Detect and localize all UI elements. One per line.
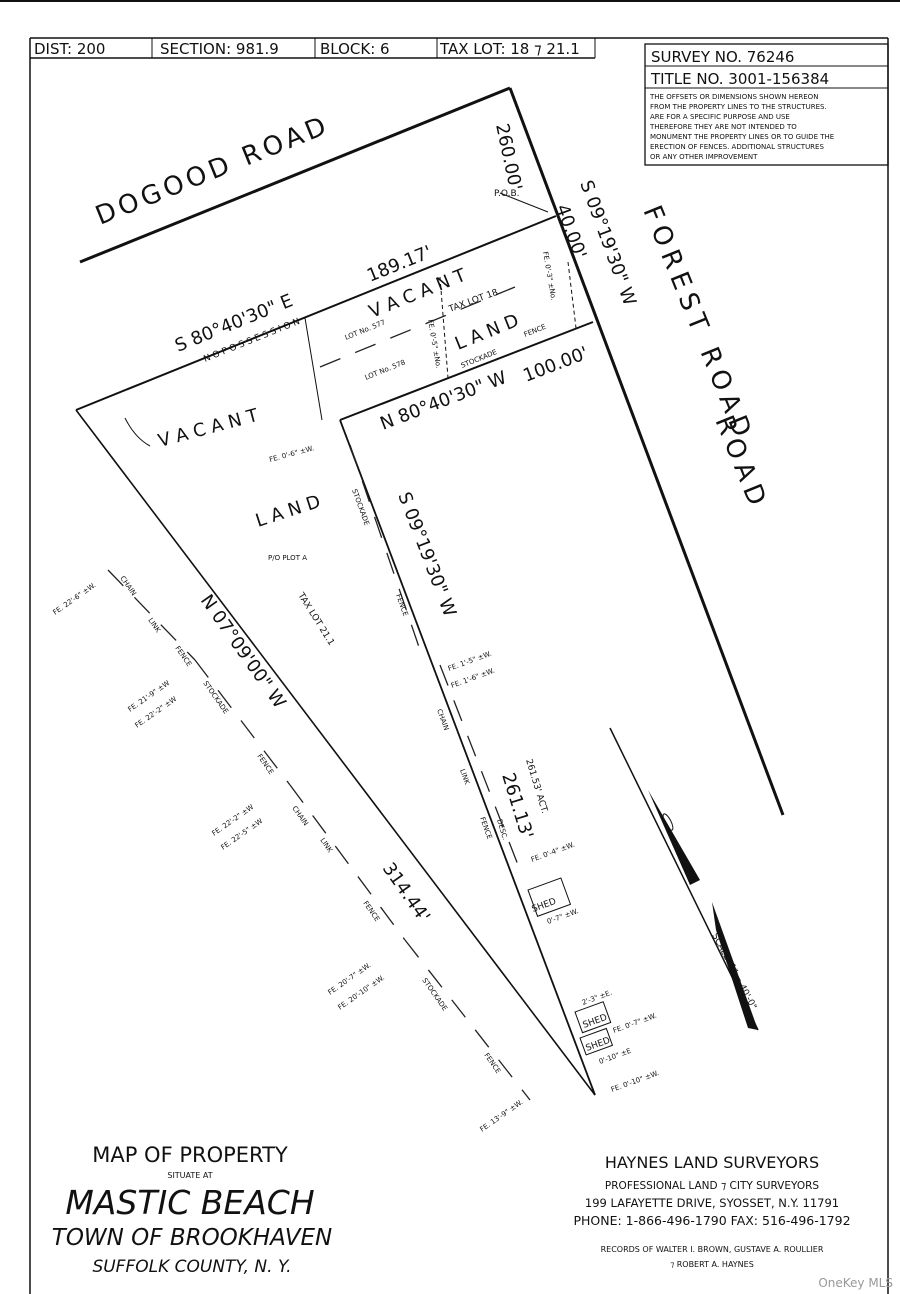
fence-type-label: FENCE [482, 1052, 502, 1075]
surveyor-address: 199 LAFAYETTE DRIVE, SYOSSET, N.Y. 11791 [585, 1196, 839, 1210]
plot-a-label: P/O PLOT A [268, 554, 307, 562]
dist-cell: DIST: 200 [34, 40, 105, 58]
dim-314: 314.44' [378, 859, 434, 927]
forest-road-label-2: ROAD [709, 411, 774, 515]
survey-box: SURVEY NO. 76246 TITLE NO. 3001-156384 T… [644, 43, 889, 166]
dim-40: 40.00' [551, 202, 590, 262]
dogood-road-label: DOGOOD ROAD [91, 110, 334, 231]
dogood-road-line [79, 86, 511, 264]
offset-010-label: 0'-10" ±E [598, 1047, 632, 1066]
section-cell: SECTION: 981.9 [160, 40, 279, 58]
fence-type-label: FENCE [173, 645, 193, 668]
situate-at: SITUATE AT [167, 1171, 212, 1180]
title-number: TITLE NO. 3001-156384 [650, 70, 829, 88]
property-boundary [75, 192, 596, 1096]
fence-type-label: FENCE [255, 753, 275, 776]
fence-type-label: STOCKADE [420, 977, 448, 1013]
survey-number: SURVEY NO. 76246 [651, 48, 794, 66]
dim-260: 260.00' [491, 122, 526, 193]
vacant-label-2: V A C A N T [156, 405, 261, 452]
land-label: L A N D [452, 310, 522, 355]
scale-label: SCALE: 1" = 40'-0" [709, 932, 758, 1012]
lot-577-label: LOT No. 577 [344, 318, 387, 341]
land-label-2: L A N D [253, 491, 323, 532]
shed-3 [579, 1027, 614, 1056]
county-name: SUFFOLK COUNTY, N. Y. [92, 1257, 291, 1277]
note-line: ARE FOR A SPECIFIC PURPOSE AND USE [650, 113, 790, 121]
fe-010-label: FE. 0'-10" ±W. [610, 1069, 660, 1094]
surveyor-name: HAYNES LAND SURVEYORS [605, 1153, 819, 1172]
lot-578-label: LOT No. 578 [364, 358, 407, 381]
north-arrow-icon [609, 727, 759, 1031]
watermark: OneKey MLS [818, 1276, 893, 1290]
note-line: OR ANY OTHER IMPROVEMENT [650, 153, 758, 161]
map-of-property: MAP OF PROPERTY [92, 1143, 288, 1167]
fence-type-label: LINK [146, 617, 162, 635]
tax-lot-21-label: TAX LOT 21.1 [295, 590, 336, 647]
dim-100: 100.00' [520, 343, 591, 387]
fe-07-label: FE. 0'-7" ±W. [612, 1012, 658, 1035]
tax-lot-cell: TAX LOT: 18 ⁊ 21.1 [439, 40, 580, 58]
tax-lot-18-label: TAX LOT 18 [447, 288, 500, 315]
fence-type-label: CHAIN [435, 708, 450, 732]
note-line: THE OFFSETS OR DIMENSIONS SHOWN HEREON [649, 93, 818, 101]
header-table: DIST: 200 SECTION: 981.9 BLOCK: 6 TAX LO… [30, 38, 596, 59]
fence-type-label: CHAIN [118, 575, 137, 598]
place-name: MASTIC BEACH [65, 1183, 314, 1222]
fe-04-label: FE. 0'-4" ±W. [530, 841, 576, 864]
note-line: ERECTION OF FENCES. ADDITIONAL STRUCTURE… [650, 143, 824, 151]
vacant-arrow [124, 417, 151, 447]
town-name: TOWN OF BROOKHAVEN [52, 1225, 332, 1251]
fence-lines [107, 444, 531, 1101]
shed-1 [527, 877, 572, 917]
fence-type-label: LINK [318, 837, 334, 855]
block-cell: BLOCK: 6 [320, 40, 390, 58]
fe-139-label: FE. 13'-9" ±W. [479, 1098, 525, 1133]
fence-type-label: STOCKADE [201, 680, 229, 716]
records-line-1: RECORDS OF WALTER I. BROWN, GUSTAVE A. R… [601, 1245, 824, 1254]
shed-label: SHED [585, 1036, 612, 1054]
forest-road-line [508, 87, 785, 816]
fe-05-label: FE. 0'-5" ±No. [426, 319, 442, 369]
bearing-mid: N 80°40'30" W [377, 367, 509, 435]
records-line-2: ⁊ ROBERT A. HAYNES [670, 1260, 754, 1269]
fence-label: FENCE [523, 323, 547, 339]
fe-226-label: FE. 22'-6" ±W. [52, 581, 98, 616]
shed-2 [574, 1001, 612, 1034]
fe-03-label: FE. 0'-3" ±No. [541, 251, 557, 301]
offset-07-label: 0'-7" ±W. [546, 907, 580, 926]
fence-type-label: CHAIN [290, 805, 309, 828]
pob-label: P.O.B. [494, 189, 520, 199]
surveyor-subtitle: PROFESSIONAL LAND ⁊ CITY SURVEYORS [605, 1180, 819, 1192]
fe-06-label: FE. 0'-6" ±W. [268, 444, 314, 464]
fence-type-label: FENCE [361, 900, 381, 923]
note-line: MONUMENT THE PROPERTY LINES OR TO GUIDE … [650, 133, 834, 141]
surveyor-phone: PHONE: 1-866-496-1790 FAX: 516-496-1792 [573, 1213, 850, 1228]
note-line: FROM THE PROPERTY LINES TO THE STRUCTURE… [650, 103, 827, 111]
note-line: THEREFORE THEY ARE NOT INTENDED TO [649, 123, 797, 131]
fence-type-label: LINK [458, 768, 471, 786]
shed-label: SHED [531, 897, 558, 915]
forest-road-label: FOREST ROAD [637, 201, 759, 446]
